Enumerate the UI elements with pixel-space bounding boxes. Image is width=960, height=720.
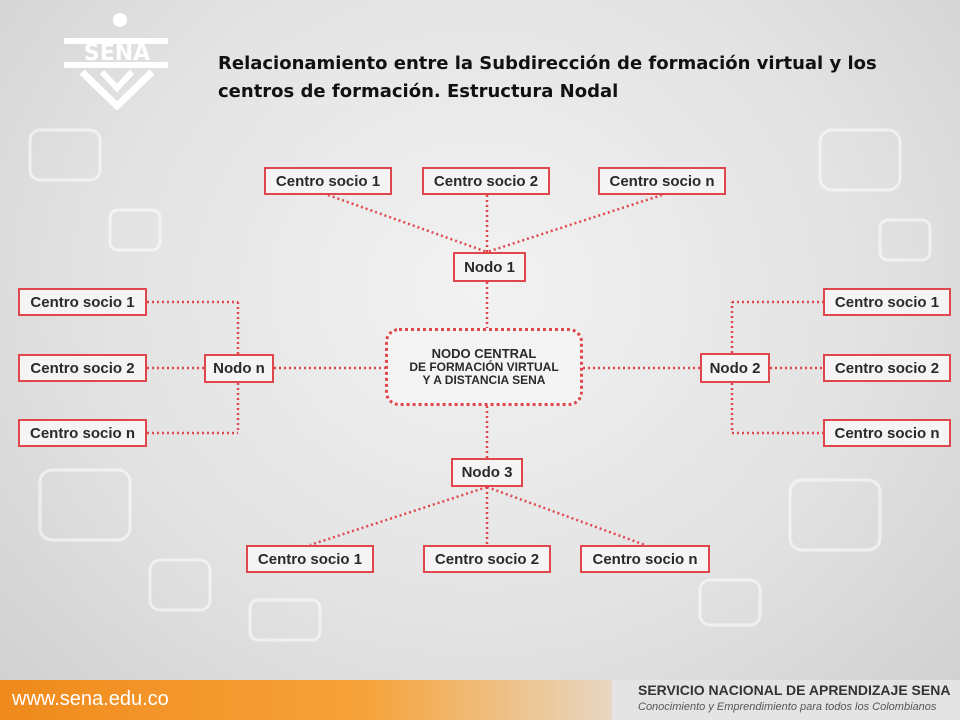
nodo2-socio-1: Centro socio 1 [823,288,951,316]
nodo3-socio-2: Centro socio 2 [423,545,551,573]
central-node: NODO CENTRAL DE FORMACIÓN VIRTUAL Y A DI… [385,328,583,406]
nodo3-socio-1: Centro socio 1 [246,545,374,573]
footer-organization: SERVICIO NACIONAL DE APRENDIZAJE SENA [638,682,951,698]
nodo1-socio-1: Centro socio 1 [264,167,392,195]
footer-tagline: Conocimiento y Emprendimiento para todos… [638,701,937,713]
nodo2-socio-2: Centro socio 2 [823,354,951,382]
nodon-socio-n: Centro socio n [18,419,147,447]
nodo-1: Nodo 1 [453,252,526,282]
nodo2-socio-n: Centro socio n [823,419,951,447]
nodon-socio-1: Centro socio 1 [18,288,147,316]
central-node-line3: Y A DISTANCIA SENA [422,373,546,387]
footer: www.sena.edu.co SERVICIO NACIONAL DE APR… [0,680,960,720]
central-node-line2: DE FORMACIÓN VIRTUAL [409,360,559,374]
nodo1-socio-n: Centro socio n [598,167,726,195]
sena-logo: SENA [64,13,168,110]
svg-text:SENA: SENA [84,41,150,66]
nodo-n: Nodo n [204,354,274,383]
slide-title: Relacionamiento entre la Subdirección de… [218,53,877,102]
central-node-title: NODO CENTRAL [431,346,537,361]
footer-band: www.sena.edu.co [0,680,612,720]
nodo1-socio-2: Centro socio 2 [422,167,550,195]
nodo-2: Nodo 2 [700,353,770,383]
nodo3-socio-n: Centro socio n [580,545,710,573]
nodo-3: Nodo 3 [451,458,523,487]
nodon-socio-2: Centro socio 2 [18,354,147,382]
footer-website-link[interactable]: www.sena.edu.co [12,688,169,710]
